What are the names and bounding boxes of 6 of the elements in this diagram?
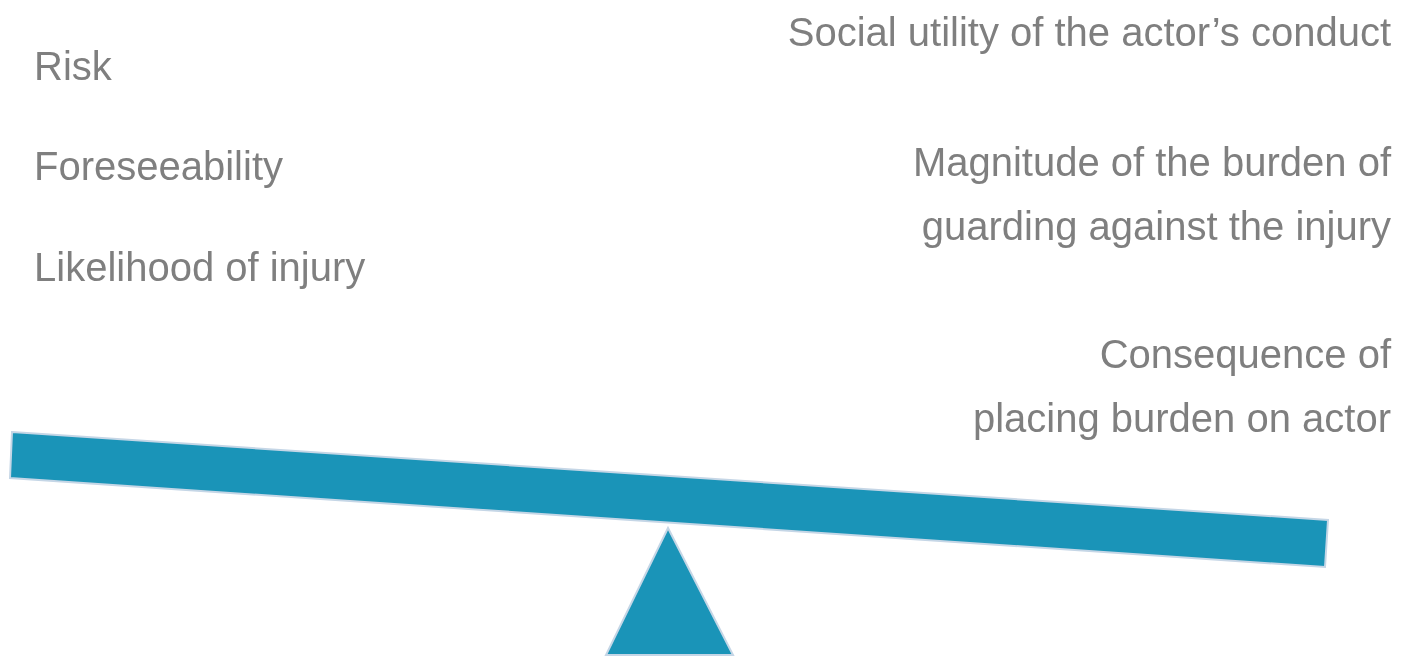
factor-label: Magnitude of the burden of guarding against the injury	[911, 139, 1391, 250]
factor-label: Risk	[34, 43, 112, 90]
factor-label: Foreseeability	[34, 143, 283, 190]
factor-label: Likelihood of injury	[34, 244, 366, 291]
factor-label: Social utility of the actor’s conduct	[786, 9, 1391, 56]
factor-label: Consequence of placing burden on actor	[971, 331, 1391, 442]
